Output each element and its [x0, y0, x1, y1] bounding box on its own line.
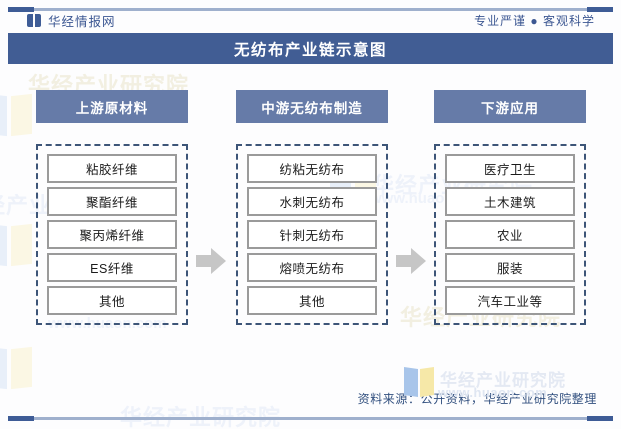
list-item: 服装	[445, 253, 575, 282]
arrow-right-icon	[196, 248, 226, 274]
brand-bar: 华经情报网 专业严谨 ● 客观科学	[0, 11, 621, 31]
column-header-downstream: 下游应用	[434, 90, 586, 123]
column-midstream: 中游无纺布制造 纺粘无纺布 水刺无纺布 针刺无纺布 熔喷无纺布 其他	[236, 90, 388, 325]
list-item: 医疗卫生	[445, 154, 575, 183]
list-item: ES纤维	[47, 253, 177, 282]
list-item: 土木建筑	[445, 187, 575, 216]
bottom-divider	[8, 416, 613, 421]
brand: 华经情报网	[27, 11, 116, 30]
watermark-text: 华经产业研究院	[120, 405, 282, 429]
column-body-upstream: 粘胶纤维 聚酯纤维 聚丙烯纤维 ES纤维 其他	[36, 144, 188, 325]
list-item: 粘胶纤维	[47, 154, 177, 183]
list-item: 汽车工业等	[445, 286, 575, 315]
arrow-right-icon	[396, 248, 426, 274]
list-item: 其他	[47, 286, 177, 315]
list-item: 聚丙烯纤维	[47, 220, 177, 249]
value-chain-columns: 上游原材料 粘胶纤维 聚酯纤维 聚丙烯纤维 ES纤维 其他 中游无纺布制造 纺粘…	[0, 90, 621, 370]
tagline: 专业严谨 ● 客观科学	[474, 14, 595, 28]
column-body-midstream: 纺粘无纺布 水刺无纺布 针刺无纺布 熔喷无纺布 其他	[236, 144, 388, 325]
list-item: 农业	[445, 220, 575, 249]
list-item: 水刺无纺布	[247, 187, 377, 216]
source-note: 资料来源：公开资料，华经产业研究院整理	[357, 392, 597, 406]
column-downstream: 下游应用 医疗卫生 土木建筑 农业 服装 汽车工业等	[434, 90, 586, 325]
column-body-downstream: 医疗卫生 土木建筑 农业 服装 汽车工业等	[434, 144, 586, 325]
list-item: 其他	[247, 286, 377, 315]
page-title: 无纺布产业链示意图	[233, 41, 387, 59]
title-bar: 无纺布产业链示意图	[8, 33, 613, 64]
open-book-icon	[27, 14, 41, 27]
list-item: 聚酯纤维	[47, 187, 177, 216]
column-upstream: 上游原材料 粘胶纤维 聚酯纤维 聚丙烯纤维 ES纤维 其他	[36, 90, 188, 325]
brand-name: 华经情报网	[48, 15, 116, 29]
list-item: 熔喷无纺布	[247, 253, 377, 282]
list-item: 针刺无纺布	[247, 220, 377, 249]
list-item: 纺粘无纺布	[247, 154, 377, 183]
column-header-midstream: 中游无纺布制造	[236, 90, 388, 123]
column-header-upstream: 上游原材料	[36, 90, 188, 123]
top-divider	[8, 7, 613, 12]
